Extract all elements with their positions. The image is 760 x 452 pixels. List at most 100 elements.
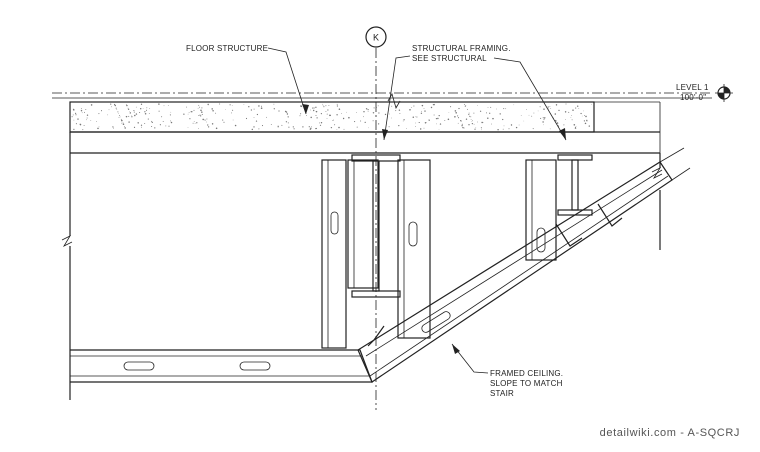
stipple-dot [273, 108, 275, 110]
stipple-dot [571, 119, 573, 121]
stipple-dot [277, 126, 279, 128]
concrete-stipple [71, 103, 592, 131]
stipple-dot [286, 113, 289, 115]
stipple-dot [363, 111, 365, 113]
stipple-dot [113, 103, 116, 106]
stipple-dot [326, 113, 328, 115]
stipple-dot [122, 123, 125, 126]
stipple-dot [364, 121, 366, 124]
stipple-dot [542, 124, 544, 126]
level-datum-line [52, 92, 712, 99]
stipple-dot [558, 109, 560, 112]
stipple-dot [460, 120, 462, 122]
stipple-dot [112, 127, 114, 129]
stipple-dot [198, 104, 200, 106]
stipple-dot [356, 126, 358, 128]
stipple-dot [477, 121, 478, 123]
stipple-dot [311, 126, 312, 127]
stipple-dot [489, 112, 491, 114]
stipple-dot [253, 108, 255, 110]
stud-c [397, 159, 431, 339]
stipple-dot [367, 109, 369, 111]
stipple-dot [491, 123, 492, 125]
stipple-dot [122, 122, 124, 124]
stipple-dot [207, 126, 210, 128]
stipple-dot [325, 105, 327, 107]
stipple-dot [305, 114, 307, 116]
stipple-dot [421, 104, 424, 107]
stipple-dot [419, 128, 422, 130]
stipple-dot [151, 125, 153, 128]
stipple-dot [574, 126, 576, 128]
stipple-dot [454, 116, 456, 118]
stipple-dot [124, 126, 126, 128]
stipple-dot [413, 105, 415, 107]
stipple-dot [219, 103, 221, 105]
stipple-dot [539, 106, 541, 108]
stipple-dot [430, 106, 433, 109]
stipple-dot [205, 119, 206, 121]
stipple-dot [375, 106, 378, 109]
stipple-dot [140, 103, 143, 105]
stipple-dot [98, 126, 100, 128]
stipple-dot [315, 106, 317, 109]
stipple-dot [457, 122, 459, 124]
stipple-dot [127, 108, 130, 110]
stipple-dot [490, 106, 492, 108]
stipple-dot [435, 117, 438, 120]
stipple-dot [199, 114, 201, 116]
stipple-dot [170, 121, 173, 124]
stipple-dot [457, 117, 460, 119]
stipple-dot [188, 112, 190, 113]
stipple-dot [144, 113, 147, 115]
stipple-dot [223, 121, 225, 123]
stipple-dot [165, 125, 167, 127]
stipple-dot [496, 108, 497, 110]
stipple-dot [151, 120, 153, 122]
stipple-dot [468, 113, 470, 116]
stipple-dot [285, 111, 288, 113]
stipple-dot [448, 111, 450, 113]
stipple-dot [574, 127, 577, 129]
stipple-dot [328, 104, 330, 106]
stipple-dot [499, 113, 501, 115]
stipple-dot [292, 126, 294, 128]
stipple-dot [416, 116, 418, 118]
stipple-dot [319, 124, 322, 126]
stipple-dot [86, 117, 88, 119]
stipple-dot [402, 120, 404, 122]
stipple-dot [137, 122, 139, 124]
stipple-dot [575, 125, 577, 127]
stipple-dot [72, 114, 74, 116]
stipple-dot [212, 109, 214, 112]
stipple-dot [537, 110, 539, 112]
stipple-dot [81, 112, 83, 114]
stipple-dot [158, 103, 160, 105]
stipple-dot [471, 120, 473, 122]
stipple-dot [86, 114, 89, 116]
stipple-dot [131, 116, 133, 118]
stipple-dot [201, 107, 203, 109]
stipple-dot [573, 124, 576, 126]
stipple-dot [287, 122, 289, 124]
stipple-dot [568, 111, 570, 113]
right-wall-edge [651, 153, 663, 250]
stipple-dot [90, 104, 93, 106]
stipple-dot [423, 127, 425, 129]
stud-a [321, 159, 347, 349]
stipple-dot [288, 126, 290, 128]
stipple-dot [368, 127, 369, 129]
stipple-dot [108, 109, 110, 111]
stipple-dot [135, 106, 137, 108]
stipple-dot [424, 110, 426, 112]
stipple-dot [187, 113, 189, 115]
stipple-dot [468, 112, 470, 114]
stipple-dot [367, 111, 369, 112]
stipple-dot [199, 106, 201, 108]
label-floor-structure: FLOOR STRUCTURE [186, 44, 309, 115]
stipple-dot [256, 113, 259, 116]
stipple-dot [140, 124, 143, 126]
stipple-dot [207, 124, 209, 126]
stipple-dot [510, 124, 513, 126]
stipple-dot [450, 106, 452, 108]
